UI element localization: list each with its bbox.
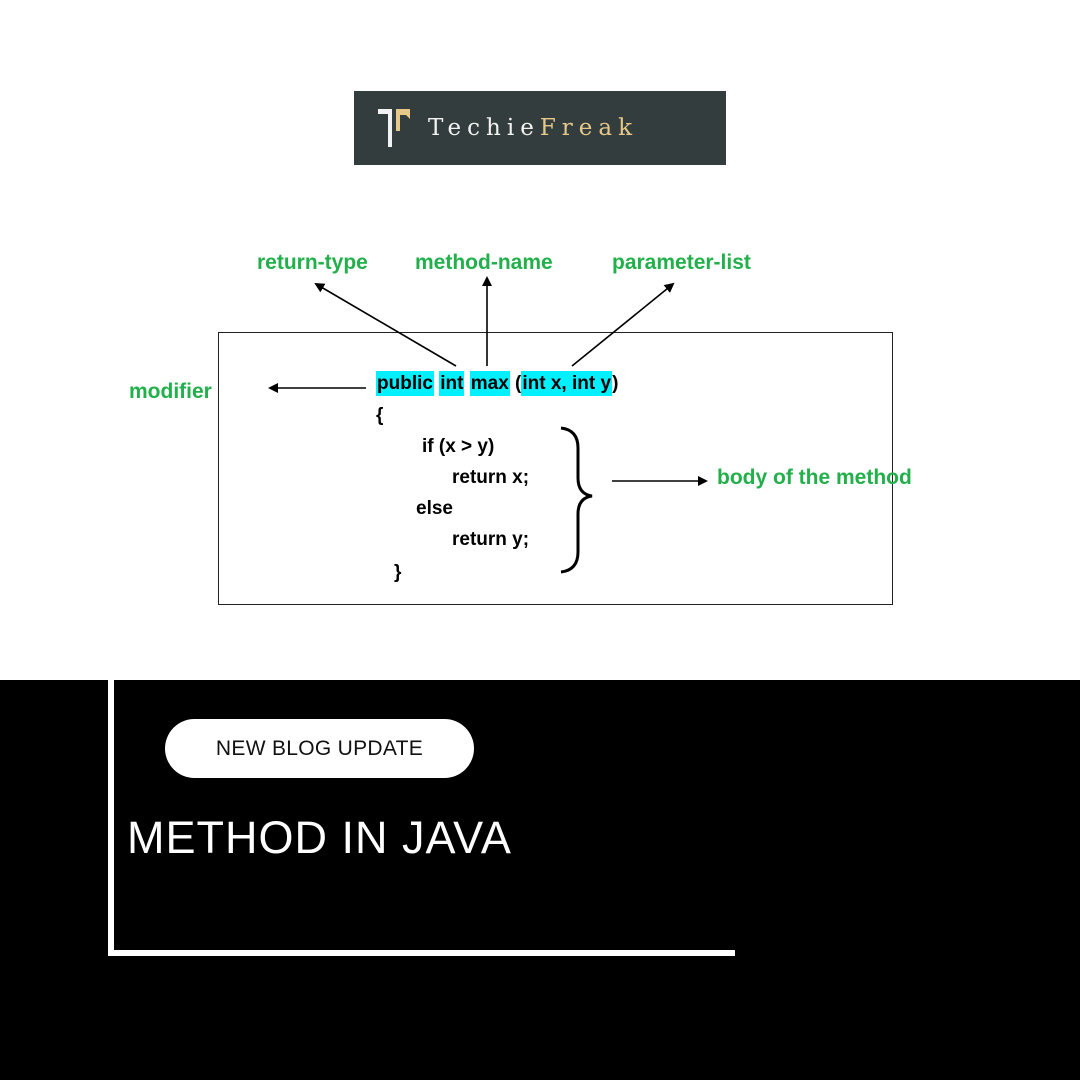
- code-box: [218, 332, 893, 605]
- code-params: int x, int y: [521, 371, 613, 396]
- code-method-name: max: [469, 371, 510, 396]
- arrow-return-type: [314, 282, 457, 367]
- label-method-name: method-name: [415, 251, 553, 274]
- code-modifier: public: [376, 371, 434, 396]
- blog-banner: [0, 680, 1080, 1080]
- label-return-type: return-type: [257, 251, 368, 274]
- diagram-arrows: [268, 276, 708, 574]
- body-brace: [560, 426, 593, 574]
- code-paren-close: ): [612, 373, 619, 394]
- code-paren-open: (: [515, 373, 522, 394]
- logo-word-freak: Freak: [539, 115, 639, 141]
- label-modifier: modifier: [129, 380, 212, 403]
- new-blog-update-badge: NEW BLOG UPDATE: [165, 719, 474, 778]
- method-anatomy-diagram: return-type method-name parameter-list m…: [129, 251, 912, 605]
- frame-line-bottom: [108, 950, 735, 956]
- code-brace-close: }: [394, 562, 402, 583]
- logo-word-techie: Techie: [428, 115, 540, 141]
- blog-title: METHOD IN JAVA: [127, 812, 512, 863]
- code-signature: public int max (int x, int y): [376, 371, 619, 396]
- code-line-return-x: return x;: [452, 467, 530, 488]
- arrow-parameter-list: [571, 282, 675, 367]
- code-brace-open: {: [376, 405, 384, 426]
- logo-wordmark: TechieFreak: [428, 91, 638, 165]
- code-return-type: int: [439, 371, 465, 396]
- frame-line-left: [108, 680, 114, 956]
- code-line-return-y: return y;: [452, 529, 530, 550]
- techiefreak-logo: TechieFreak: [354, 91, 726, 165]
- code-line-else: else: [416, 498, 453, 519]
- label-body: body of the method: [717, 466, 912, 489]
- label-parameter-list: parameter-list: [612, 251, 751, 274]
- logo-mark-icon: [378, 109, 410, 147]
- code-line-if: if (x > y): [422, 436, 495, 457]
